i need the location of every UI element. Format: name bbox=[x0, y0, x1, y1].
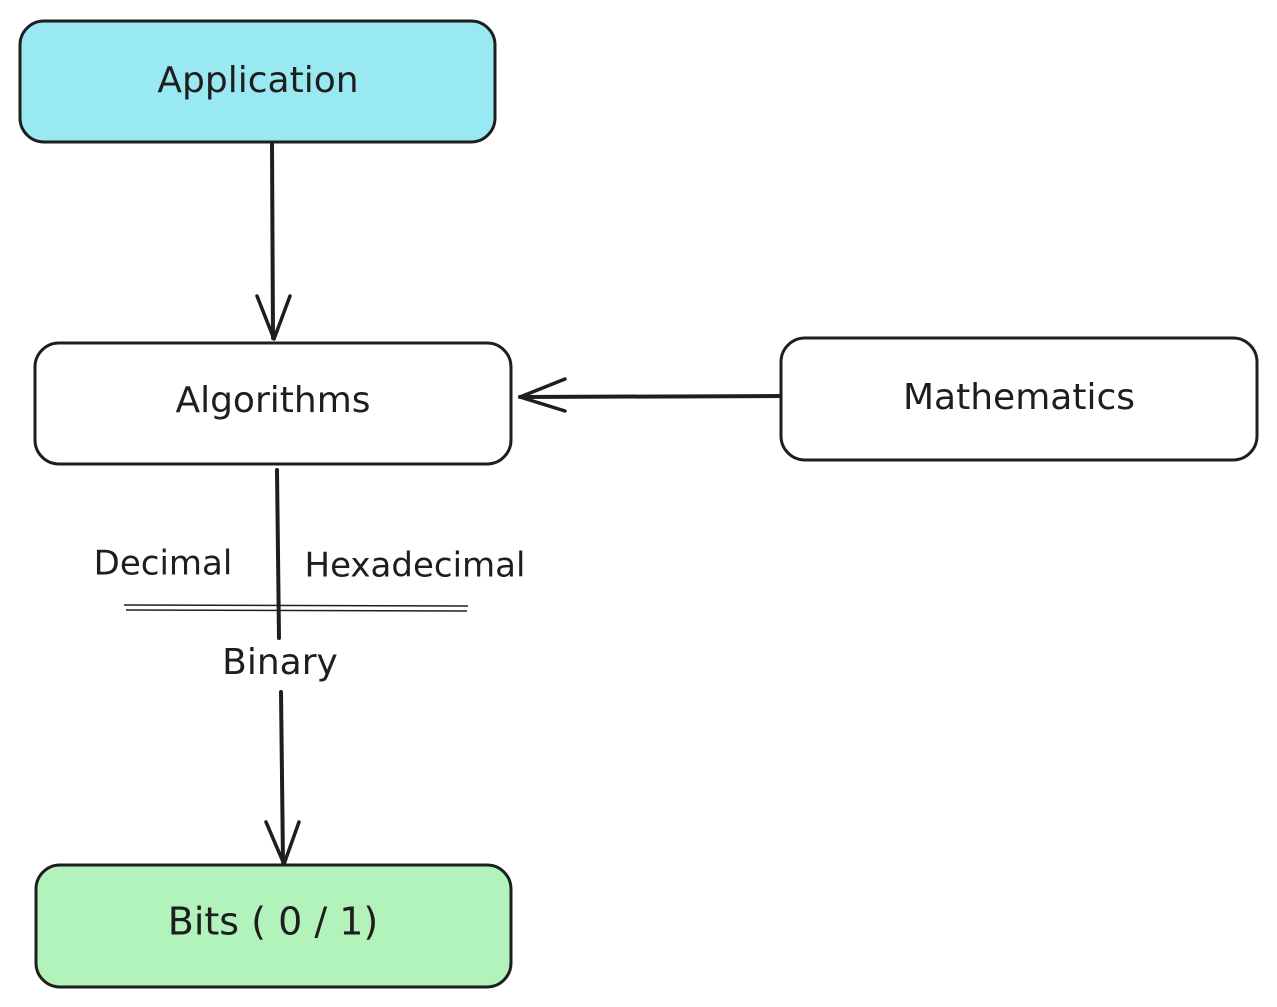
node-bits[interactable]: Bits ( 0 / 1) bbox=[34, 863, 513, 989]
edge-application-to-algorithms bbox=[255, 142, 292, 341]
node-algorithms[interactable]: Algorithms bbox=[33, 341, 513, 466]
node-mathematics-label: Mathematics bbox=[903, 377, 1135, 418]
node-bits-label: Bits ( 0 / 1) bbox=[168, 900, 378, 944]
node-algorithms-label: Algorithms bbox=[175, 380, 370, 421]
label-binary: Binary bbox=[222, 642, 338, 683]
node-application-label: Application bbox=[157, 60, 358, 101]
node-mathematics[interactable]: Mathematics bbox=[779, 336, 1259, 462]
arrowhead-left-icon bbox=[518, 377, 567, 413]
label-decimal: Decimal bbox=[94, 544, 233, 584]
edge-mathematics-to-algorithms bbox=[518, 377, 785, 413]
node-application[interactable]: Application bbox=[18, 19, 497, 144]
arrowhead-down-icon bbox=[255, 294, 292, 341]
number-system-divider bbox=[123, 604, 469, 612]
label-hexadecimal: Hexadecimal bbox=[305, 546, 526, 586]
